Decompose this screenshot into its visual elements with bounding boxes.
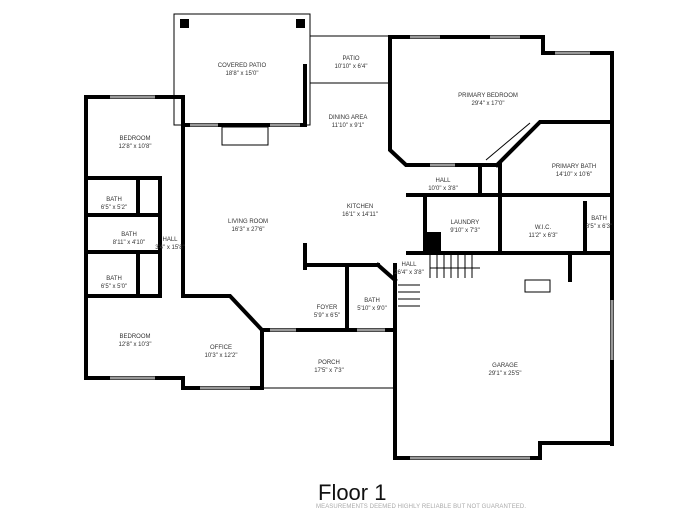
room-name: BATH [364, 298, 380, 304]
room-dims: 8'5" x 6'3" [586, 224, 612, 230]
room-name: HALL [162, 237, 178, 243]
room-dims: 8'11" x 4'10" [113, 240, 145, 246]
room-dims: 5'9" x 6'5" [314, 313, 340, 319]
walls [84, 13, 614, 460]
room-name: OFFICE [210, 345, 232, 351]
room-dims: 14'10" x 10'6" [556, 172, 592, 178]
patio-post [296, 19, 305, 28]
room-dims: 6'5" x 5'0" [101, 284, 127, 290]
patio-post [180, 19, 189, 28]
room-name: DINING AREA [329, 115, 368, 121]
room-dims: 18'8" x 15'0" [226, 71, 259, 77]
room-dims: 29'4" x 17'0" [472, 101, 505, 107]
room-dims: 9'10" x 7'3" [450, 228, 480, 234]
room-name: FOYER [317, 305, 338, 311]
room-name: PATIO [342, 56, 359, 62]
room-name: COVERED PATIO [218, 63, 267, 69]
room-name: W.I.C. [535, 225, 552, 231]
room-name: BATH [106, 197, 122, 203]
room-name: BATH [591, 216, 607, 222]
room-dims: 3'4" x 15'8" [155, 245, 185, 251]
room-dims: 11'2" x 6'3" [528, 233, 557, 239]
room-dims: 12'8" x 10'3" [119, 342, 152, 348]
room-name: PRIMARY BEDROOM [458, 93, 518, 99]
room-name: KITCHEN [347, 204, 373, 210]
room-name: LIVING ROOM [228, 219, 268, 225]
room-name: PORCH [318, 360, 340, 366]
laundry-appliance [425, 232, 441, 252]
room-name: BATH [121, 232, 137, 238]
fireplace-icon [221, 126, 269, 146]
room-name: LAUNDRY [451, 220, 480, 226]
room-name: BEDROOM [119, 334, 150, 340]
room-name: BEDROOM [119, 136, 150, 142]
room-dims: 16'3" x 27'6" [232, 227, 265, 233]
stairs [398, 255, 480, 307]
room-dims: 6'5" x 5'2" [101, 205, 127, 211]
room-dims: 29'1" x 25'5" [489, 371, 522, 377]
room-dims: 12'8" x 10'8" [119, 144, 152, 150]
room-dims: 17'5" x 7'3" [314, 368, 344, 374]
room-dims: 10'0" x 3'8" [428, 186, 458, 192]
floor-title: Floor 1 [318, 480, 387, 505]
room-name: BATH [106, 276, 122, 282]
room-dims: 10'10" x 6'4" [335, 64, 368, 70]
room-name: HALL [401, 262, 417, 268]
disclaimer: MEASUREMENTS DEEMED HIGHLY RELIABLE BUT … [316, 504, 527, 510]
room-dims: 16'1" x 14'11" [342, 212, 378, 218]
room-dims: 10'3" x 12'2" [205, 353, 238, 359]
room-name: PRIMARY BATH [552, 164, 596, 170]
room-labels: COVERED PATIO 18'8" x 15'0" PATIO 10'10"… [101, 56, 612, 377]
room-name: GARAGE [492, 363, 518, 369]
room-dims: 11'10" x 9'1" [332, 123, 364, 129]
room-dims: 5'10" x 9'0" [357, 306, 387, 312]
room-name: HALL [435, 178, 451, 184]
room-dims: 26'4" x 3'8" [394, 270, 424, 276]
